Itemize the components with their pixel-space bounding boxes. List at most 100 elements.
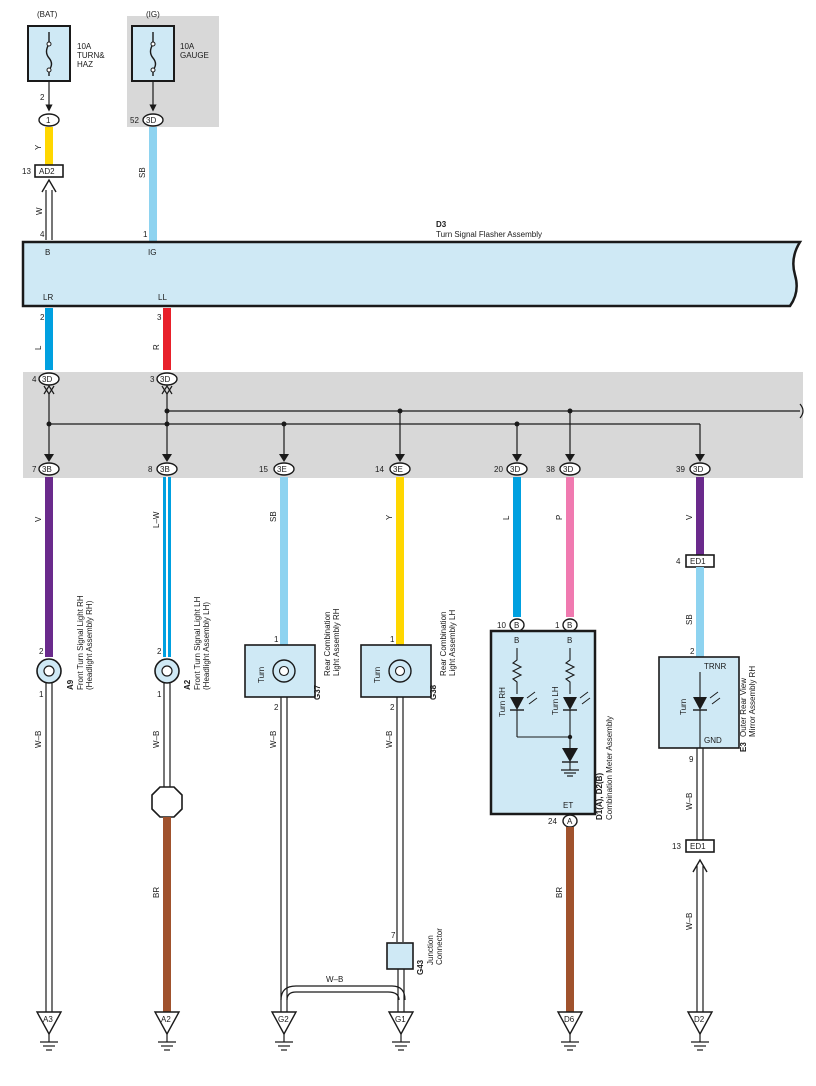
svg-text:A3: A3	[43, 1015, 53, 1024]
svg-text:(IG): (IG)	[146, 10, 160, 19]
svg-text:24: 24	[548, 817, 557, 826]
svg-text:Rear Combination: Rear Combination	[323, 612, 332, 676]
svg-text:Y: Y	[34, 144, 43, 150]
svg-text:ED1: ED1	[690, 557, 706, 566]
svg-text:3E: 3E	[393, 465, 403, 474]
wire-br-meter	[566, 827, 574, 1012]
svg-text:1: 1	[274, 635, 279, 644]
wire-p-meter	[566, 477, 574, 617]
light-g38: 1 Turn 2 G38 Rear Combination Light Asse…	[360, 610, 457, 712]
wire-y	[45, 127, 53, 165]
svg-text:HAZ: HAZ	[77, 60, 93, 69]
svg-text:V: V	[685, 514, 694, 520]
svg-text:ED1: ED1	[690, 842, 706, 851]
junction-connector-g43: 7 G43 Junction Connector	[386, 928, 444, 975]
svg-text:V: V	[34, 516, 43, 522]
svg-text:GND: GND	[704, 736, 722, 745]
svg-text:G37: G37	[313, 684, 322, 700]
svg-text:W–B: W–B	[385, 731, 394, 748]
fuse-gauge: (IG) 10A GAUGE	[131, 10, 209, 82]
wire-l-meter	[513, 477, 521, 617]
svg-text:3B: 3B	[160, 465, 170, 474]
svg-text:Mirror Assembly RH: Mirror Assembly RH	[748, 666, 757, 737]
svg-text:G43: G43	[416, 959, 425, 975]
svg-text:Turn LH: Turn LH	[551, 686, 560, 715]
svg-text:SB: SB	[269, 511, 278, 522]
svg-text:3D: 3D	[146, 116, 156, 125]
svg-text:Turn: Turn	[373, 667, 382, 683]
wire-v-mirror	[696, 477, 704, 555]
svg-text:(Headlight Assembly LH): (Headlight Assembly LH)	[202, 602, 211, 690]
svg-text:2: 2	[274, 703, 279, 712]
svg-text:10A: 10A	[180, 42, 195, 51]
svg-text:TRNR: TRNR	[704, 662, 726, 671]
svg-text:1: 1	[39, 690, 44, 699]
svg-text:B: B	[567, 636, 572, 645]
svg-text:3D: 3D	[563, 465, 573, 474]
svg-text:A2: A2	[161, 1015, 171, 1024]
svg-text:W–B: W–B	[685, 913, 694, 930]
wire-v-a9	[45, 477, 53, 657]
junction-block	[23, 372, 803, 478]
svg-text:52: 52	[130, 116, 139, 125]
ground-wires	[45, 683, 406, 1012]
svg-text:10A: 10A	[77, 42, 92, 51]
svg-text:Outer Rear View: Outer Rear View	[739, 678, 748, 737]
svg-text:W–B: W–B	[34, 731, 43, 748]
svg-text:LR: LR	[43, 293, 53, 302]
svg-text:20: 20	[494, 465, 503, 474]
svg-text:Junction: Junction	[426, 935, 435, 965]
svg-text:Front Turn Signal Light LH: Front Turn Signal Light LH	[193, 596, 202, 690]
svg-text:LL: LL	[158, 293, 167, 302]
svg-text:4: 4	[40, 230, 45, 239]
svg-text:3D: 3D	[693, 465, 703, 474]
svg-text:TURN&: TURN&	[77, 51, 105, 60]
svg-text:2: 2	[157, 647, 162, 656]
svg-text:10: 10	[497, 621, 506, 630]
svg-text:3D: 3D	[510, 465, 520, 474]
wire-sb-ig	[149, 127, 157, 242]
wire-l-lr	[45, 308, 53, 370]
flasher-box	[21, 240, 803, 308]
svg-text:Turn: Turn	[257, 667, 266, 683]
fuse-turn-haz: (BAT) 10A TURN& HAZ	[27, 10, 105, 82]
svg-text:A: A	[567, 817, 573, 826]
svg-text:R: R	[152, 344, 161, 350]
svg-text:7: 7	[391, 931, 396, 940]
svg-text:1: 1	[157, 690, 162, 699]
svg-text:BR: BR	[152, 887, 161, 898]
light-a2: 2 1 A2 Front Turn Signal Light LH (Headl…	[154, 596, 211, 699]
svg-text:L: L	[502, 515, 511, 520]
svg-text:A2: A2	[183, 679, 192, 690]
svg-text:L: L	[34, 345, 43, 350]
svg-text:8: 8	[148, 465, 153, 474]
svg-text:38: 38	[546, 465, 555, 474]
splice-octagon	[151, 786, 183, 818]
svg-text:3D: 3D	[160, 375, 170, 384]
svg-text:AD2: AD2	[39, 167, 55, 176]
wire-br-a2	[163, 817, 171, 1012]
svg-text:G1: G1	[395, 1015, 406, 1024]
svg-text:W–B: W–B	[326, 975, 343, 984]
svg-text:2: 2	[40, 313, 45, 322]
svg-text:W–B: W–B	[269, 731, 278, 748]
svg-text:13: 13	[22, 167, 31, 176]
svg-text:1: 1	[555, 621, 560, 630]
svg-text:Y: Y	[385, 514, 394, 520]
light-g37: 1 Turn 2 G37 Rear Combination Light Asse…	[244, 608, 341, 712]
svg-text:W–B: W–B	[152, 731, 161, 748]
svg-text:B: B	[567, 621, 572, 630]
svg-text:1: 1	[46, 116, 51, 125]
svg-text:Light Assembly RH: Light Assembly RH	[332, 608, 341, 676]
svg-text:Connector: Connector	[435, 928, 444, 965]
svg-text:B: B	[45, 248, 50, 257]
svg-text:D3: D3	[436, 220, 447, 229]
light-a9: 2 1 A9 Front Turn Signal Light RH (Headl…	[36, 595, 94, 699]
svg-text:9: 9	[689, 755, 694, 764]
svg-text:(BAT): (BAT)	[37, 10, 58, 19]
svg-text:IG: IG	[148, 248, 156, 257]
svg-text:3E: 3E	[277, 465, 287, 474]
svg-text:Turn RH: Turn RH	[498, 687, 507, 717]
svg-text:D6: D6	[564, 1015, 575, 1024]
